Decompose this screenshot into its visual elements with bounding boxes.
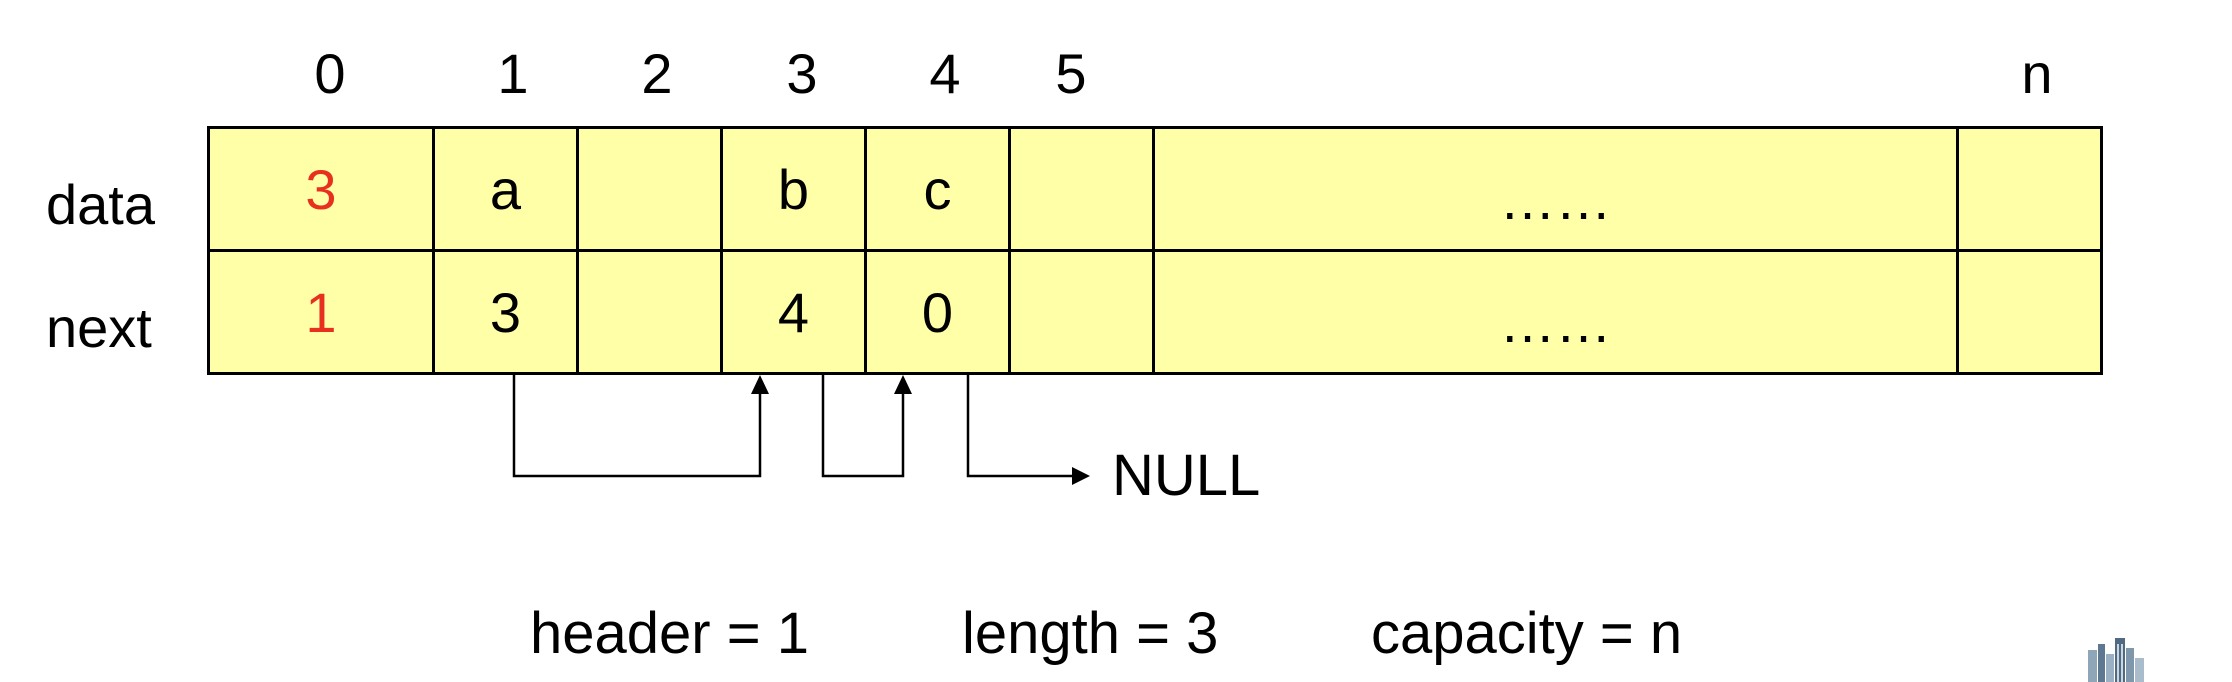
link-arrow-1-to-3 <box>512 375 762 478</box>
length-value: length = 3 <box>962 601 1219 666</box>
arrowhead-null <box>1072 467 1090 485</box>
index-0: 0 <box>314 42 346 105</box>
capacity-value: capacity = n <box>1371 601 1683 666</box>
next-cell-ellipsis: …… <box>1152 249 1959 375</box>
next-cell-4: 0 <box>864 249 1011 375</box>
data-cell-4: c <box>864 126 1011 252</box>
data-cell-ellipsis: …… <box>1152 126 1959 252</box>
data-cell-n <box>1956 126 2103 252</box>
index-2: 2 <box>641 42 673 105</box>
index-5: 5 <box>1055 42 1087 105</box>
arrowhead-4 <box>894 375 912 394</box>
link-arrow-4-to-null <box>966 375 1074 478</box>
data-cell-2 <box>576 126 723 252</box>
index-n: n <box>2021 42 2053 105</box>
row-label-next: next <box>46 296 152 359</box>
link-arrow-3-to-4 <box>821 375 905 478</box>
index-4: 4 <box>929 42 961 105</box>
header-value: header = 1 <box>530 601 809 666</box>
index-1: 1 <box>497 42 529 105</box>
null-label: NULL <box>1112 443 1261 508</box>
index-3: 3 <box>786 42 818 105</box>
next-cell-5 <box>1008 249 1155 375</box>
row-label-data: data <box>46 173 155 236</box>
next-cell-n <box>1956 249 2103 375</box>
next-cell-0: 1 <box>207 249 435 375</box>
arrowhead-3 <box>751 375 769 394</box>
next-cell-3: 4 <box>720 249 867 375</box>
building-logo-icon <box>2088 638 2144 682</box>
